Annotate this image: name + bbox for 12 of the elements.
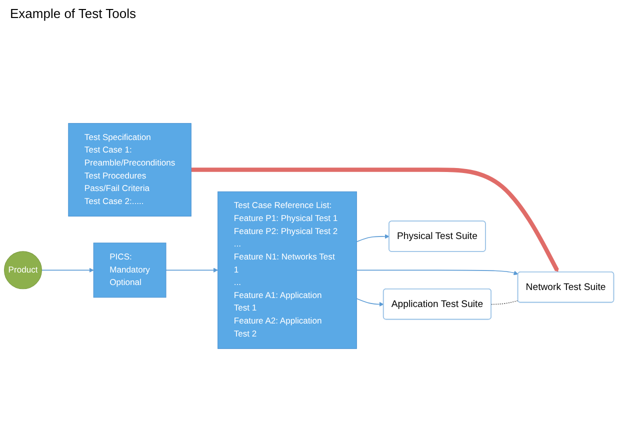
node-circle: Product [4, 251, 42, 290]
node-box: PICS: Mandatory Optional [93, 242, 166, 298]
diagram-title: Example of Test Tools [10, 6, 136, 21]
arrow [166, 268, 218, 273]
arrow [356, 234, 390, 242]
node-box: Test Case Reference List: Feature P1: Physical Test 1 Feature P2: Physical Test 2 ... Feature N1: Networks Test 1 ... Feature A1: Application Test 1 Feature A2: Application Test 2 [218, 191, 357, 349]
arrow [191, 168, 559, 272]
arrow [356, 270, 518, 276]
connector [490, 300, 519, 305]
node-box: Test Specification Test Case 1: Preamble/Preconditions Test Procedures Pass/Fail Criteria Test Case 2:..... [68, 123, 192, 217]
arrow [356, 298, 384, 307]
arrow [41, 268, 94, 273]
